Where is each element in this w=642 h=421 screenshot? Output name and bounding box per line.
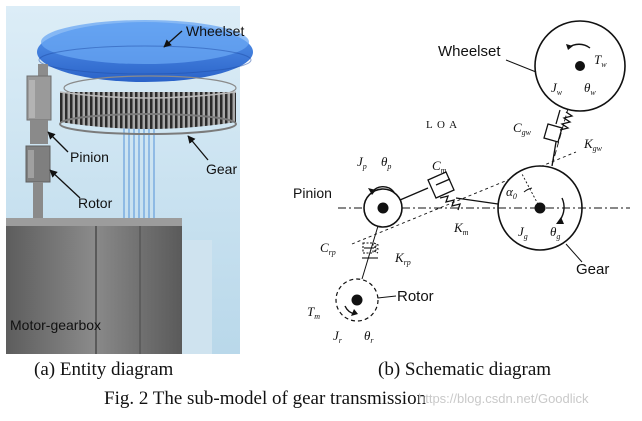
symbol-thetaw: θw bbox=[584, 80, 596, 97]
caption-entity: (a) Entity diagram bbox=[34, 359, 174, 380]
symbol-Jg: Jg bbox=[518, 224, 528, 241]
gear-body bbox=[60, 92, 236, 129]
symbol-Jw: Jw bbox=[551, 80, 563, 97]
symbol-Cgw: Cgw bbox=[513, 120, 532, 137]
line-of-action bbox=[351, 151, 577, 245]
gear-bottom-ring bbox=[59, 113, 237, 135]
entity-label-motor-gearbox: Motor-gearbox bbox=[10, 317, 101, 333]
symbol-Jp: Jp bbox=[357, 154, 367, 171]
wheelset-pointer bbox=[163, 30, 183, 48]
figure-caption: Fig. 2 The sub-model of gear transmissio… bbox=[104, 388, 427, 409]
entity-label-rotor: Rotor bbox=[78, 195, 113, 211]
schematic-label-loa: L O A bbox=[426, 119, 458, 131]
entity-label-wheelset: Wheelset bbox=[186, 23, 244, 39]
axle-cap bbox=[38, 64, 48, 76]
lower-shaft bbox=[33, 182, 43, 218]
symbol-Km: Km bbox=[453, 220, 469, 237]
gear-pointer bbox=[187, 135, 209, 161]
symbol-Kgw: Kgw bbox=[583, 136, 603, 153]
symbol-thetar: θr bbox=[364, 328, 374, 345]
pinion-pointer bbox=[47, 131, 69, 153]
symbol-Krp: Krp bbox=[394, 250, 411, 267]
symbol-alpha0: α0 bbox=[506, 184, 517, 201]
symbol-Crp: Crp bbox=[320, 240, 336, 257]
schematic-diagram bbox=[335, 20, 630, 322]
pressure-angle-arc bbox=[523, 187, 533, 193]
entity-diagram: Wheelset Pinion Rotor Gear Motor-gearbox bbox=[6, 6, 253, 354]
schematic-label-rotor: Rotor bbox=[397, 288, 434, 305]
gear-label-pointer bbox=[565, 243, 583, 263]
symbol-Tw: Tw bbox=[594, 52, 607, 69]
symbol-Jr: Jr bbox=[333, 328, 343, 345]
symbol-thetap: θp bbox=[381, 154, 391, 171]
rotor-center bbox=[351, 294, 363, 306]
watermark: https://blog.csdn.net/Goodlick bbox=[418, 391, 589, 406]
wheelset-ring-top bbox=[41, 20, 249, 64]
rotor-label-pointer bbox=[377, 295, 397, 299]
symbol-thetag: θg bbox=[550, 224, 560, 241]
schematic-labels: Wheelset Pinion Gear Rotor L O A Tw Jw θ… bbox=[293, 43, 609, 345]
wheelset-center bbox=[575, 61, 585, 71]
mesh-spring-damper bbox=[399, 171, 499, 211]
rotor-pointer bbox=[49, 169, 81, 199]
gear-wheelset-spring-damper bbox=[543, 109, 574, 167]
schematic-label-wheelset: Wheelset bbox=[438, 43, 501, 60]
rotor-pinion-spring-damper bbox=[362, 242, 380, 259]
symbol-Tm: Tm bbox=[307, 304, 320, 321]
wheelset-label-pointer bbox=[505, 59, 537, 73]
schematic-label-gear: Gear bbox=[576, 261, 609, 278]
entity-label-gear: Gear bbox=[206, 161, 237, 177]
pinion bbox=[30, 120, 48, 144]
motor-gearbox-block bbox=[6, 218, 182, 354]
entity-label-pinion: Pinion bbox=[70, 149, 109, 165]
caption-schematic: (b) Schematic diagram bbox=[378, 359, 552, 380]
symbol-Cm: Cm bbox=[432, 158, 447, 175]
schematic-label-pinion: Pinion bbox=[293, 185, 332, 201]
pinion-center bbox=[377, 202, 389, 214]
